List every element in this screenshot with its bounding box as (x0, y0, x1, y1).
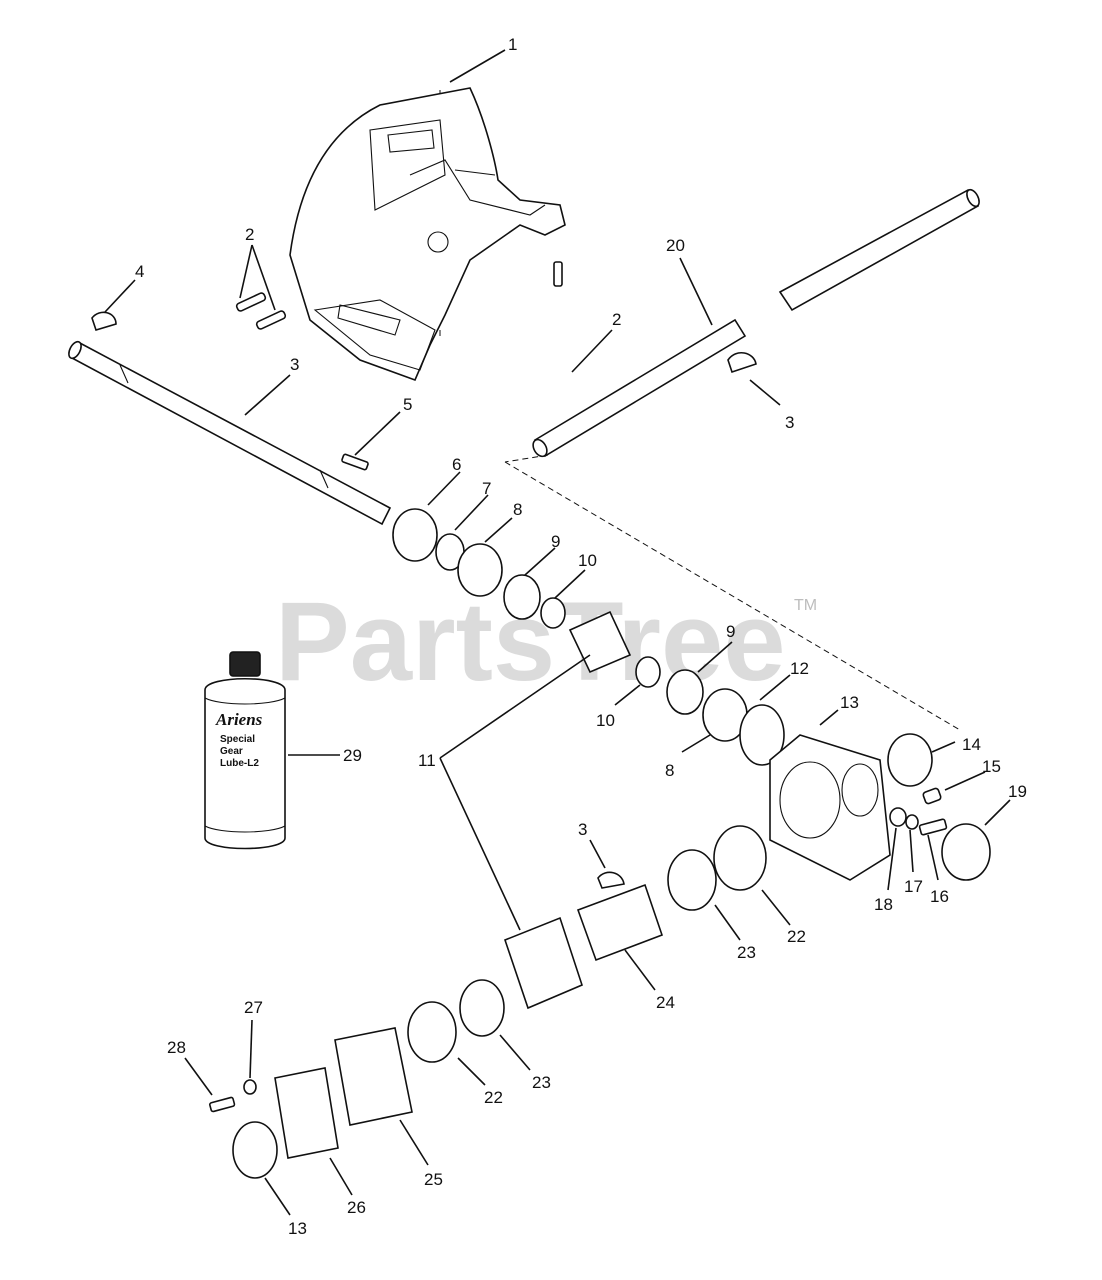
callout-3-shaft: 3 (290, 355, 299, 374)
callout-28: 28 (167, 1038, 186, 1057)
watermark-trademark: TM (794, 597, 817, 614)
housing-part (289, 87, 566, 382)
callout-5: 5 (403, 395, 412, 414)
callout-8-upper: 8 (513, 500, 522, 519)
callout-23-upper: 23 (737, 943, 756, 962)
callout-23-lower: 23 (532, 1073, 551, 1092)
assembly-line-shaft-end (504, 454, 549, 463)
callout-12: 12 (790, 659, 809, 678)
callout-26: 26 (347, 1198, 366, 1217)
callout-24: 24 (656, 993, 675, 1012)
callout-10-upper: 10 (578, 551, 597, 570)
callout-29: 29 (343, 746, 362, 765)
assembly-line-shaft (504, 461, 961, 731)
gear-lube-bottle: Ariens Special Gear Lube-L2 (204, 651, 286, 850)
callout-6: 6 (452, 455, 461, 474)
callout-15: 15 (982, 757, 1001, 776)
callout-20: 20 (666, 236, 685, 255)
pins-and-keys (91, 261, 757, 889)
callout-16: 16 (930, 887, 949, 906)
main-shaft-part (68, 340, 392, 526)
callout-17: 17 (904, 877, 923, 896)
callout-9-lower: 9 (726, 622, 735, 641)
leader-lines (104, 49, 1011, 1216)
callout-25: 25 (424, 1170, 443, 1189)
callout-18: 18 (874, 895, 893, 914)
callout-1: 1 (508, 35, 517, 54)
callout-3-key-upper: 3 (785, 413, 794, 432)
callout-10-lower: 10 (596, 711, 615, 730)
callout-labels: 1 2 2 3 3 3 4 5 6 7 8 8 9 9 10 10 11 12 … (135, 35, 1027, 1238)
lower-assembly (209, 825, 767, 1179)
callout-13-case: 13 (840, 693, 859, 712)
callout-2-left: 2 (245, 225, 254, 244)
gear-train (392, 508, 785, 766)
callout-2-right: 2 (612, 310, 621, 329)
bottle-line-3: Lube-L2 (220, 758, 259, 769)
callout-27: 27 (244, 998, 263, 1017)
callout-8-lower: 8 (665, 761, 674, 780)
upper-shaft-part (532, 188, 980, 458)
bottle-line-1: Special (220, 734, 255, 745)
callout-9-upper: 9 (551, 532, 560, 551)
bottle-brand: Ariens (215, 710, 263, 729)
gear-case-part (769, 734, 891, 881)
callout-13-seal: 13 (288, 1219, 307, 1238)
callout-4: 4 (135, 262, 144, 281)
callout-22-upper: 22 (787, 927, 806, 946)
callout-14: 14 (962, 735, 981, 754)
callout-7: 7 (482, 479, 491, 498)
callout-19: 19 (1008, 782, 1027, 801)
callout-22-lower: 22 (484, 1088, 503, 1107)
callout-11: 11 (418, 751, 436, 770)
callout-3-key-lower: 3 (578, 820, 587, 839)
bottle-line-2: Gear (220, 746, 243, 757)
right-small-parts (887, 733, 991, 881)
